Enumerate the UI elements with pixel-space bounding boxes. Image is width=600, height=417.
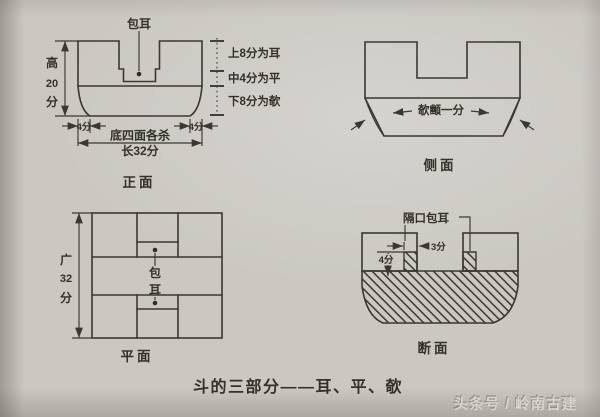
plan-width-label-char1: 广 (60, 252, 72, 267)
watermark: 头条号 / 岭南古建 (454, 395, 578, 413)
front-length-label: 长32分 (121, 143, 158, 158)
plan-width-label-value: 32 (60, 273, 72, 285)
page-title: 斗的三部分——耳、平、欹 (193, 377, 403, 396)
section-lip-leader-right (459, 216, 471, 251)
plan-view-caption: 平面 (121, 349, 154, 364)
side-concave-curve-left (364, 97, 385, 137)
side-outer-arrow-right (519, 119, 535, 131)
plan-baoer-dot-bottom (152, 300, 158, 306)
front-height-label-char2: 分 (46, 94, 58, 109)
front-annotation-ear: 上8分为耳 (228, 46, 281, 60)
section-lip-label: 隔口包耳 (403, 211, 449, 225)
front-annotation-qi: 下8分为欹 (228, 94, 281, 108)
front-outline (77, 40, 203, 117)
plan-baoer-dot-top (152, 247, 158, 253)
section-lip-left-hatched (403, 251, 418, 272)
front-annotation-flat: 中4分为平 (228, 71, 281, 85)
front-taper-left-label: 4分 (77, 121, 92, 133)
section-lip-depth-label: 4分 (379, 254, 394, 266)
front-height-label-char1: 高 (46, 55, 58, 70)
section-lip-width-label: 3分 (431, 241, 446, 253)
plan-outline-square (91, 212, 223, 339)
front-baoer-label: 包耳 (126, 16, 151, 31)
side-label-leader-left (392, 108, 413, 116)
front-bottom-note: 底四面各杀 (110, 128, 170, 143)
plan-view-drawing: 包 耳 广 32 分 平面 (60, 212, 223, 364)
front-height-label-value: 20 (46, 78, 58, 90)
section-body-hatched (361, 270, 519, 324)
watermark-shadow: 头条号 / 岭南古建 (453, 394, 577, 412)
section-lip-right-hatched (462, 251, 477, 272)
side-outline (364, 41, 521, 137)
plan-width-label-char2: 分 (60, 290, 72, 305)
front-taper-right-label: 4分 (189, 121, 204, 133)
side-concave-curve-right (502, 97, 521, 137)
side-view-drawing: 欹䫜一分 侧面 (350, 41, 535, 173)
side-qi-concave-label: 欹䫜一分 (418, 103, 464, 117)
plan-baoer-label-char1: 包 (148, 265, 161, 280)
section-lip-depth-label-bg (376, 254, 396, 265)
side-outer-arrow-left (350, 119, 366, 131)
front-view-caption: 正面 (123, 175, 156, 190)
front-baoer-dot (136, 71, 142, 77)
side-view-caption: 侧面 (424, 157, 457, 173)
plan-baoer-label-char2: 耳 (149, 283, 161, 297)
side-label-leader-right (470, 107, 490, 116)
section-view-drawing: 隔口包耳 3分 4分 断面 (361, 211, 519, 356)
section-view-caption: 断面 (418, 340, 451, 356)
front-view-drawing: 包耳 高 20 分 4分 4分 底四面各杀 长32分 上8分为耳 中4分为平 下… (46, 16, 281, 190)
